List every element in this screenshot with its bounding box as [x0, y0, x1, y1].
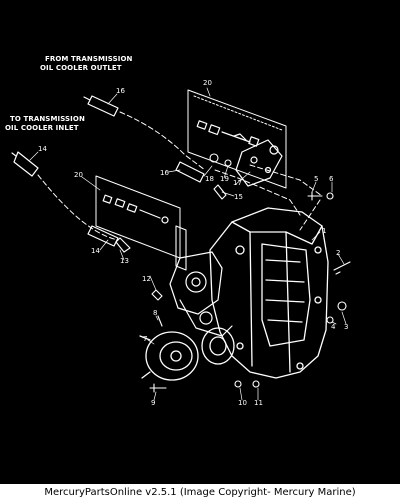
callout-13: 13 [120, 257, 129, 265]
callout-10: 10 [238, 399, 247, 407]
callout-14-lower: 14 [91, 247, 100, 255]
callout-9: 9 [151, 399, 156, 407]
dashed-route-lower [37, 174, 119, 241]
callout-20-upper: 20 [203, 79, 212, 87]
callout-5: 5 [314, 175, 319, 183]
callout-14-left: 14 [38, 145, 47, 153]
bracket-17 [235, 139, 283, 187]
fitting-14-left [11, 151, 39, 177]
dashed-route-panel [214, 169, 301, 216]
leader-lines [29, 87, 347, 401]
callout-8: 8 [153, 309, 158, 317]
callout-20-lower: 20 [74, 171, 83, 179]
callout-15: 15 [234, 193, 243, 201]
copyright-footer: MercuryPartsOnline v2.5.1 (Image Copyrig… [0, 484, 400, 501]
parts-diagram [11, 87, 351, 401]
callout-18: 18 [205, 175, 214, 183]
bolts-9-10-11 [149, 315, 260, 393]
fitting-16-lower [175, 161, 205, 183]
dashed-route-bolt [299, 199, 321, 231]
to-cooler-label-line2: OIL COOLER INLET [5, 124, 79, 132]
callout-12: 12 [142, 275, 151, 283]
callout-17: 17 [233, 179, 242, 187]
callout-11: 11 [254, 399, 263, 407]
pump-7 [139, 331, 199, 381]
flange [201, 327, 235, 365]
fitting-16-upper [83, 95, 119, 117]
bolt-5-6 [307, 191, 334, 201]
stud-2 [333, 261, 351, 275]
small-parts [115, 153, 232, 301]
callout-16-lower: 16 [160, 169, 169, 177]
dashed-route-right [249, 164, 323, 197]
callout-19: 19 [220, 175, 229, 183]
callout-16-upper: 16 [116, 87, 125, 95]
lower-panel-fittings [102, 194, 169, 224]
dashed-route-upper [119, 111, 206, 171]
callout-7: 7 [143, 335, 148, 343]
transmission-housing [209, 207, 329, 379]
callout-6: 6 [329, 175, 334, 183]
callout-2: 2 [336, 249, 341, 257]
nuts-3-4 [326, 301, 347, 324]
callout-1: 1 [322, 227, 327, 235]
to-cooler-label-line1: TO TRANSMISSION [10, 115, 85, 123]
from-cooler-label-line1: FROM TRANSMISSION [45, 55, 133, 63]
upper-kit-panel [187, 89, 287, 189]
callout-4: 4 [331, 323, 336, 331]
fitting-14-lower [87, 225, 119, 247]
callout-3: 3 [344, 323, 349, 331]
from-cooler-label-line2: OIL COOLER OUTLET [40, 64, 122, 72]
